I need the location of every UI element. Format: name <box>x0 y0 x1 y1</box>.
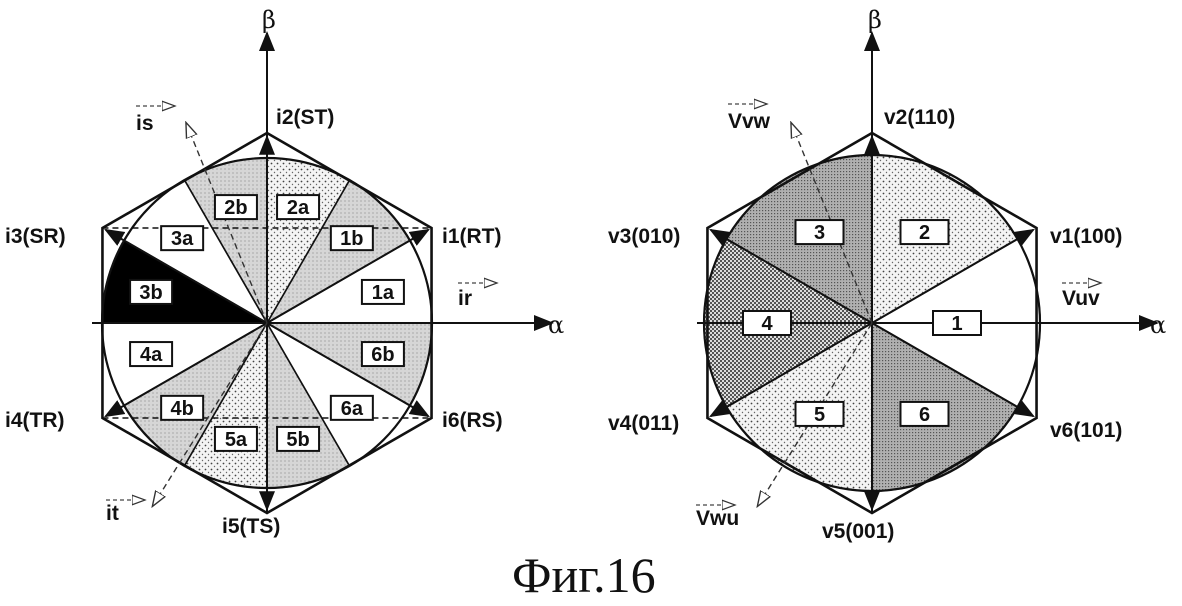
figure-caption: Фиг.16 <box>512 547 656 603</box>
sector-label-box-2: 2 <box>901 220 949 244</box>
sector-label: 3a <box>171 228 194 250</box>
sector-label-box-5: 5 <box>796 402 844 426</box>
sector-label: 2 <box>919 222 930 244</box>
vector-label-i3: i3(SR) <box>5 225 66 248</box>
sector-label: 4a <box>140 344 163 366</box>
alpha-axis-label: α <box>1150 311 1166 339</box>
vector-label-v1: v1(100) <box>1050 225 1122 248</box>
sector-label-box-4: 4 <box>743 311 791 335</box>
sector-label: 2b <box>224 197 247 219</box>
beta-axis-label: β <box>868 6 882 34</box>
sector-label: 1b <box>340 228 363 250</box>
sector-label-box-2a: 2a <box>277 195 319 219</box>
sector-label-box-3: 3 <box>796 220 844 244</box>
phase-label-is: is <box>136 112 154 135</box>
vector-label-i5: i5(TS) <box>222 515 280 538</box>
sector-label-box-6b: 6b <box>362 342 404 366</box>
current-vector-diagram: β α i1(RT) i2(ST) i3(SR) i4(TR) i5(TS) i… <box>5 6 564 538</box>
sector-label-box-4b: 4b <box>161 396 203 420</box>
sector-label: 4 <box>761 313 773 335</box>
phase-label-vwu: Vwu <box>696 507 739 530</box>
sector-label: 5 <box>814 404 825 426</box>
vector-label-v4: v4(011) <box>608 412 679 435</box>
sector-label: 6 <box>919 404 930 426</box>
sector-label-box-5a: 5a <box>215 427 257 451</box>
sector-label: 5b <box>286 429 309 451</box>
sector-label: 6a <box>341 398 364 420</box>
vector-label-v3: v3(010) <box>608 225 680 248</box>
beta-axis-label: β <box>262 6 276 34</box>
sector-label: 5a <box>225 429 248 451</box>
sector-label-box-3b: 3b <box>130 280 172 304</box>
phase-label-vuv: Vuv <box>1062 287 1100 310</box>
sector-label-box-2b: 2b <box>215 195 257 219</box>
sector-label: 1 <box>951 313 962 335</box>
vector-label-i1: i1(RT) <box>442 225 502 248</box>
sector-label-box-6a: 6a <box>331 396 373 420</box>
vector-label-v2: v2(110) <box>884 106 955 129</box>
phase-label-it: it <box>106 502 119 525</box>
sector-label-box-1: 1 <box>933 311 981 335</box>
sector-label-box-1a: 1a <box>362 280 404 304</box>
alpha-axis-label: α <box>548 311 564 339</box>
sector-label: 4b <box>170 398 193 420</box>
voltage-vector-diagram: β α v1(100) v2(110) v3(010) v4(011) v5(0… <box>608 6 1166 543</box>
sector-label-box-4a: 4a <box>130 342 172 366</box>
sector-label-box-3a: 3a <box>161 226 203 250</box>
vector-label-i6: i6(RS) <box>442 409 503 432</box>
phase-label-vvw: Vvw <box>728 110 771 133</box>
vector-label-v5: v5(001) <box>822 520 894 543</box>
phase-label-ir: ir <box>458 287 472 310</box>
sector-label: 1a <box>372 282 395 304</box>
sector-label: 2a <box>287 197 310 219</box>
sector-label-box-1b: 1b <box>331 226 373 250</box>
sector-label-box-5b: 5b <box>277 427 319 451</box>
vector-label-v6: v6(101) <box>1050 419 1122 442</box>
vector-label-i4: i4(TR) <box>5 409 65 432</box>
sector-label: 3 <box>814 222 825 244</box>
sector-label-box-6: 6 <box>901 402 949 426</box>
vector-label-i2: i2(ST) <box>276 106 334 129</box>
sector-label: 3b <box>139 282 162 304</box>
sector-label: 6b <box>371 344 394 366</box>
